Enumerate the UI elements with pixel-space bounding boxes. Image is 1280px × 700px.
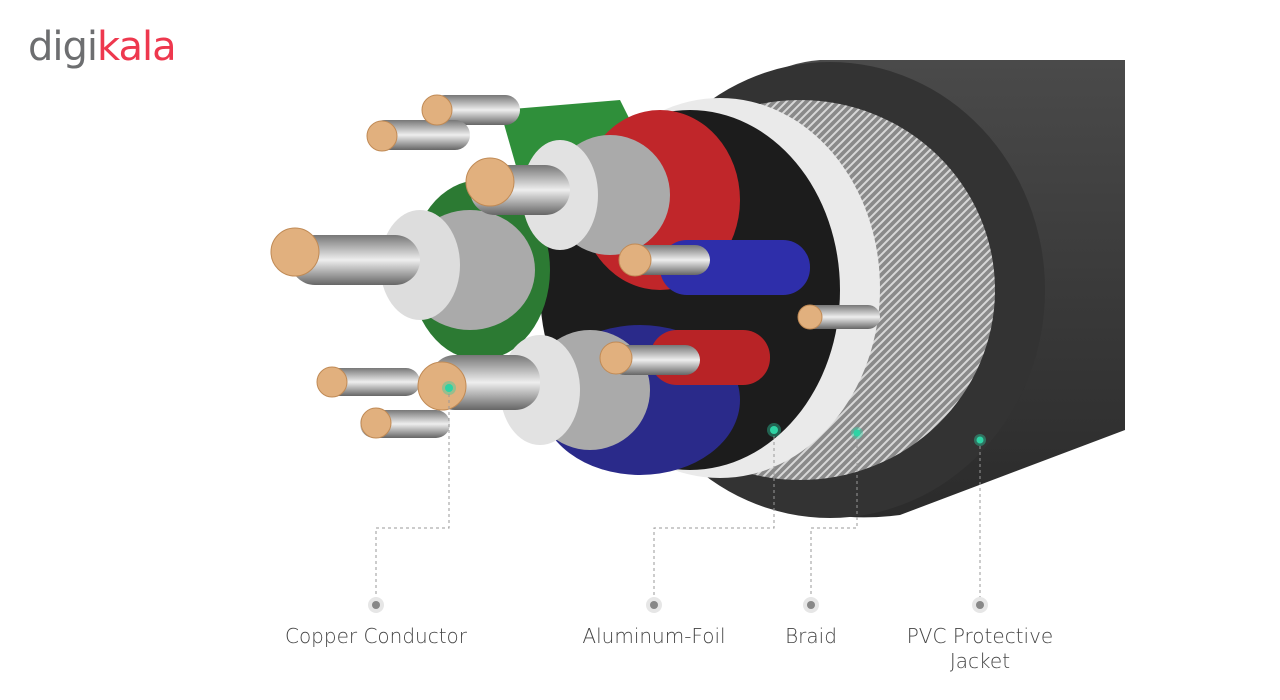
marker-dots (442, 381, 986, 446)
label-braid: Braid (785, 624, 837, 648)
copper-strands (270, 94, 823, 439)
logo-part-digi: digi (28, 24, 98, 70)
label-copper-conductor: Copper Conductor (284, 624, 468, 648)
logo-part-kala: kala (97, 24, 177, 70)
leader-lines (375, 388, 981, 600)
label-aluminum-foil: Aluminum-Foil (582, 624, 726, 648)
label-pvc-jacket-line1: PVC Protective (906, 624, 1054, 648)
label-pvc-jacket-line2: Jacket (949, 649, 1011, 673)
label-dots (368, 597, 988, 613)
digikala-logo: digikala (28, 24, 177, 70)
label-pvc-jacket: PVC Protective Jacket (870, 624, 1090, 674)
